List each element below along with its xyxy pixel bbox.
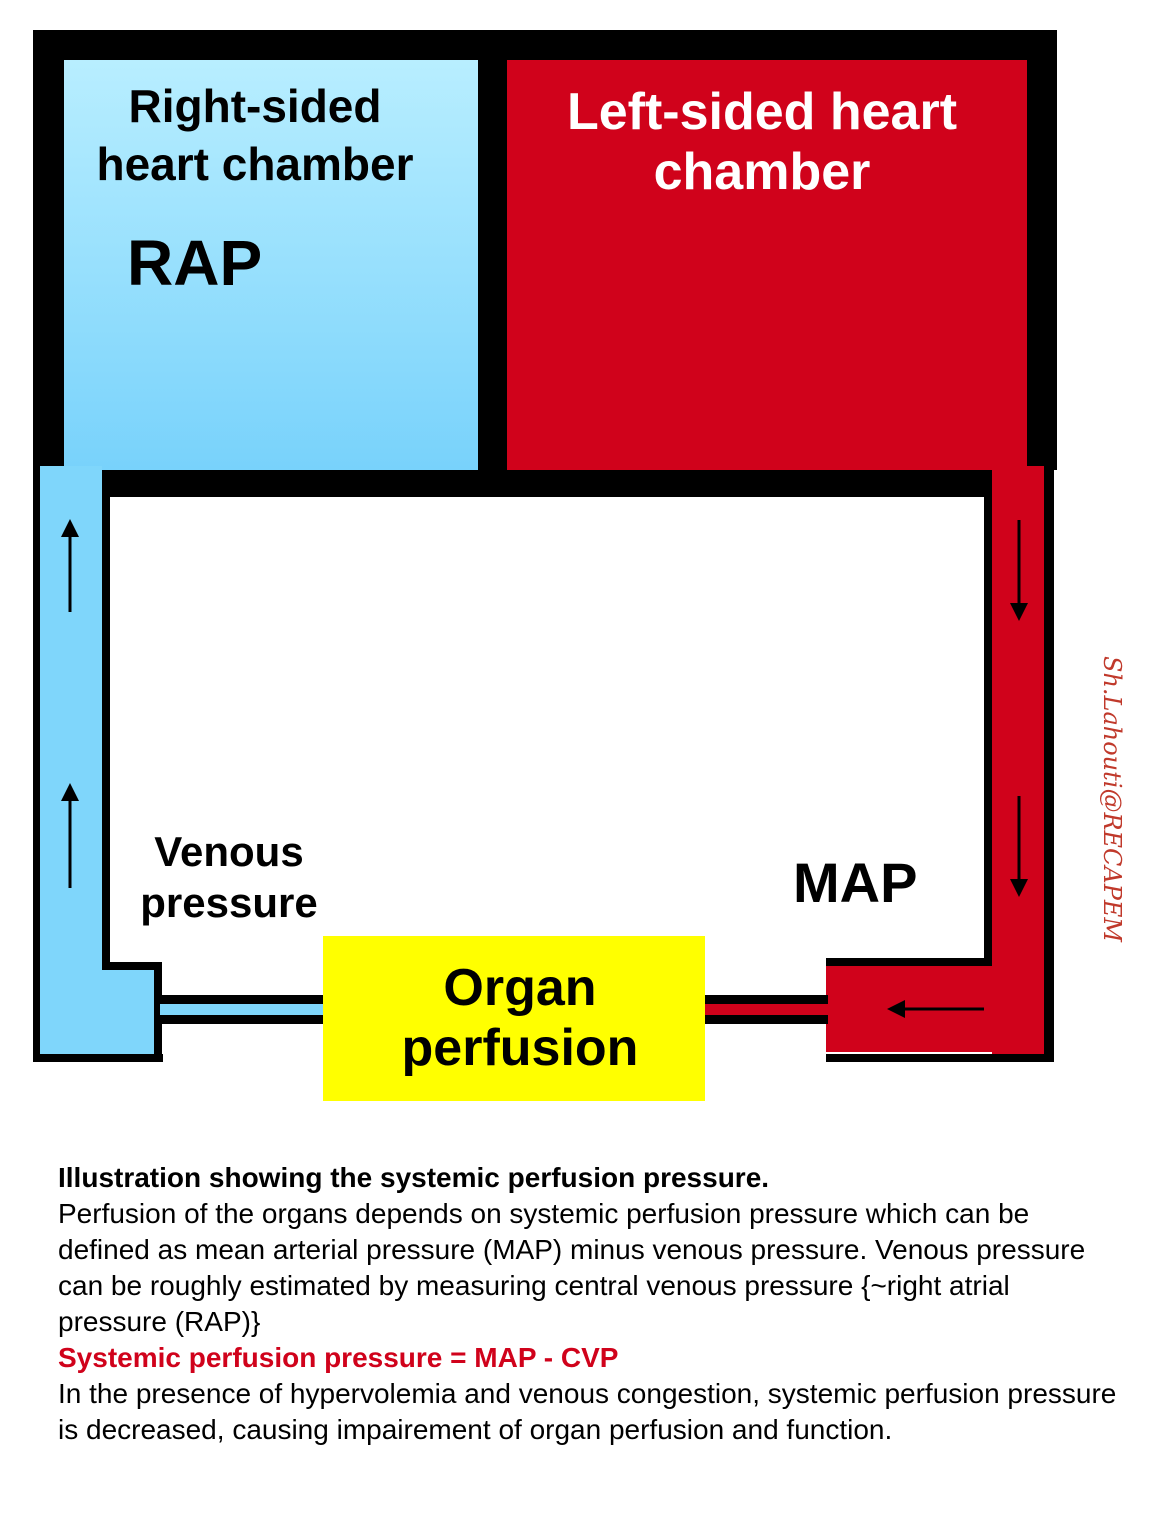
caption-title: Illustration showing the systemic perfus…	[58, 1162, 770, 1193]
organ-label-line1: Organ	[443, 959, 596, 1017]
right-chamber-label-line2: heart chamber	[96, 138, 413, 190]
caption-formula: Systemic perfusion pressure = MAP - CVP	[58, 1342, 619, 1373]
map-label: MAP	[793, 851, 917, 914]
venous-vessel	[33, 466, 42, 1061]
organ-box	[323, 936, 705, 1101]
venous-pressure-label-line1: Venous	[154, 828, 303, 875]
caption-body-1: Perfusion of the organs depends on syste…	[58, 1198, 1086, 1337]
venous-pressure-label-line2: pressure	[140, 879, 317, 926]
left-chamber-label-line2: chamber	[654, 143, 871, 201]
right-chamber	[64, 60, 478, 470]
rap-label: RAP	[127, 227, 262, 299]
left-chamber	[507, 60, 1027, 470]
figure-caption: Illustration showing the systemic perfus…	[58, 1160, 1118, 1448]
perfusion-pressure-diagram: Right-sided heart chamber RAP Left-sided…	[33, 30, 1126, 1101]
right-chamber-label-line1: Right-sided	[129, 80, 382, 132]
author-signature: Sh.Lahouti@RECAPEM	[1098, 656, 1126, 943]
caption-body-2: In the presence of hypervolemia and veno…	[58, 1378, 1117, 1445]
left-chamber-label-line1: Left-sided heart	[567, 83, 957, 141]
organ-label-line2: perfusion	[402, 1019, 639, 1077]
inner-frame	[102, 470, 992, 497]
